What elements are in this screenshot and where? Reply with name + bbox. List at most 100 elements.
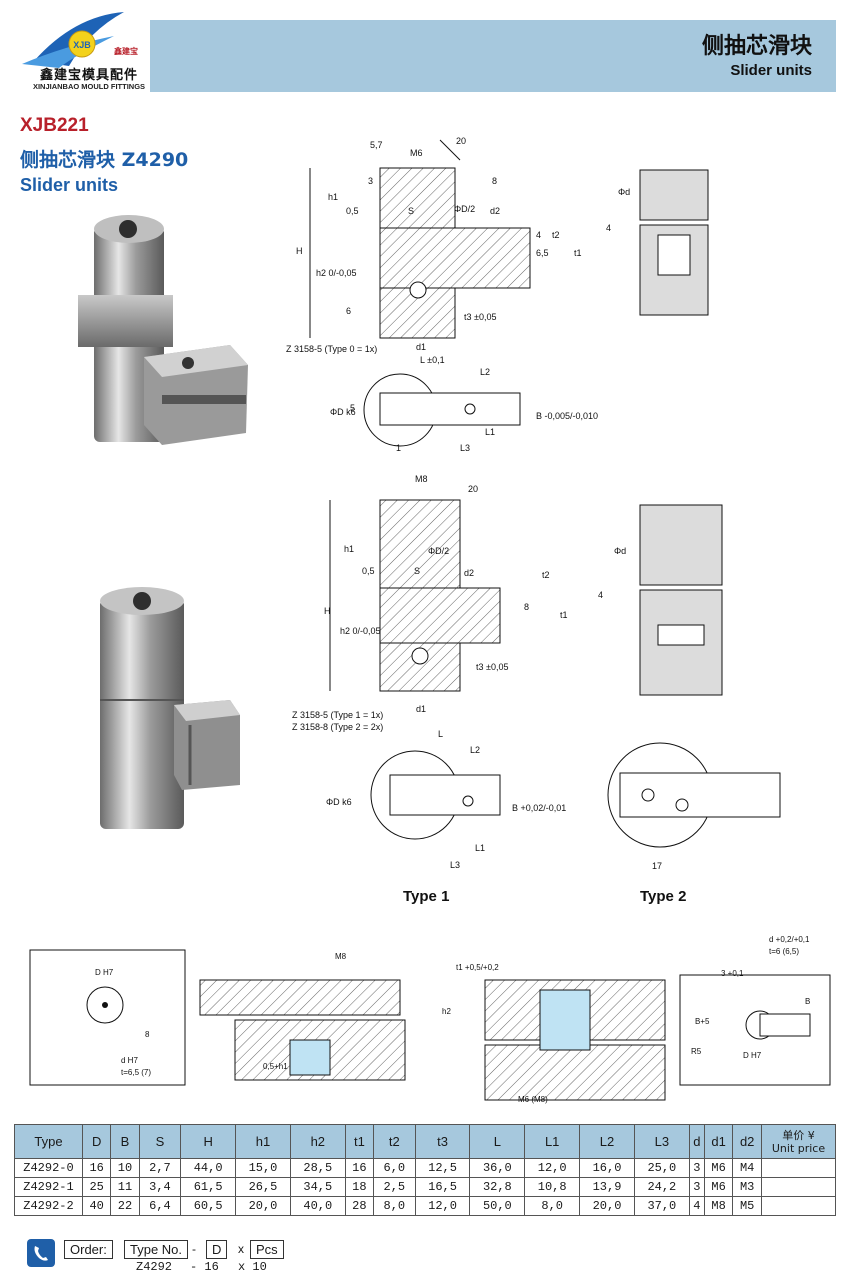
svg-text:8: 8 xyxy=(524,602,529,612)
svg-text:3 +0,1: 3 +0,1 xyxy=(721,969,744,978)
table-cell: 12,5 xyxy=(414,1158,471,1178)
company-name-cn: 鑫建宝模具配件 xyxy=(39,67,138,82)
table-cell: 20,0 xyxy=(579,1196,635,1216)
product-code: XJB221 xyxy=(20,115,89,136)
table-header: d xyxy=(688,1124,705,1159)
svg-text:t3 ±0,05: t3 ±0,05 xyxy=(476,662,508,672)
svg-text:4: 4 xyxy=(536,230,541,240)
svg-text:B+5: B+5 xyxy=(695,1017,710,1026)
table-cell: 12,0 xyxy=(414,1196,471,1216)
drawing-type0-plan: L ±0,1 L2 ΦD k6 5 B -0,005/-0,010 L1 1 L… xyxy=(330,355,598,453)
svg-text:Z 3158-8 (Type 2 = 2x): Z 3158-8 (Type 2 = 2x) xyxy=(292,722,383,732)
table-cell: 25 xyxy=(81,1177,112,1197)
svg-text:3: 3 xyxy=(368,176,373,186)
svg-text:8: 8 xyxy=(492,176,497,186)
install-drawing-1: D H7 8 d H7 t=6,5 (7) xyxy=(29,949,186,1086)
table-cell: 20,0 xyxy=(235,1196,291,1216)
svg-text:ΦD/2: ΦD/2 xyxy=(454,204,475,214)
svg-text:ΦD/2: ΦD/2 xyxy=(428,546,449,556)
table-cell: 3 xyxy=(688,1177,705,1197)
table-cell: 10 xyxy=(110,1158,140,1178)
svg-text:M8: M8 xyxy=(335,952,347,961)
svg-text:L1: L1 xyxy=(485,427,495,437)
svg-text:Φd: Φd xyxy=(618,187,630,197)
table-cell: 13,9 xyxy=(579,1177,635,1197)
type2-label: Type 2 xyxy=(640,888,687,905)
svg-text:M8: M8 xyxy=(415,474,428,484)
table-cell xyxy=(761,1158,836,1178)
svg-text:d H7: d H7 xyxy=(121,1056,138,1065)
table-header: h1 xyxy=(235,1124,291,1159)
table-cell: 34,5 xyxy=(289,1177,346,1197)
table-cell: 8,0 xyxy=(373,1196,416,1216)
svg-text:6,5: 6,5 xyxy=(536,248,549,258)
svg-text:t=6,5 (7): t=6,5 (7) xyxy=(121,1068,151,1077)
svg-text:6: 6 xyxy=(346,306,351,316)
table-cell: 4 xyxy=(688,1196,705,1216)
svg-text:L2: L2 xyxy=(470,745,480,755)
table-cell-type: Z4292-2 xyxy=(14,1196,83,1216)
svg-text:t1: t1 xyxy=(574,248,582,258)
svg-text:5: 5 xyxy=(350,403,355,413)
table-cell: 6,0 xyxy=(373,1158,416,1178)
table-header: d2 xyxy=(732,1124,762,1159)
table-header: L2 xyxy=(579,1124,635,1159)
table-cell: M6 xyxy=(703,1158,734,1178)
table-cell: 37,0 xyxy=(633,1196,690,1216)
svg-text:h1: h1 xyxy=(328,192,338,202)
table-header: t2 xyxy=(373,1124,416,1159)
type1-label: Type 1 xyxy=(403,888,450,905)
order-sep-2: x xyxy=(238,1242,244,1256)
svg-text:R5: R5 xyxy=(691,1047,702,1056)
svg-text:D H7: D H7 xyxy=(743,1051,762,1060)
table-header-price: 单价 ¥ Unit price xyxy=(761,1124,836,1159)
table-cell: 10,8 xyxy=(524,1177,581,1197)
svg-text:t1 +0,5/+0,2: t1 +0,5/+0,2 xyxy=(456,963,499,972)
table-header: Type xyxy=(14,1124,83,1159)
table-cell: 12,0 xyxy=(524,1158,581,1178)
table-cell: 15,0 xyxy=(235,1158,291,1178)
table-header: H xyxy=(180,1124,237,1159)
table-cell: 25,0 xyxy=(633,1158,690,1178)
svg-text:t=6 (6,5): t=6 (6,5) xyxy=(769,947,799,956)
table-header: D xyxy=(81,1124,112,1159)
table-cell: M8 xyxy=(703,1196,734,1216)
table-cell: 61,5 xyxy=(180,1177,237,1197)
price-label-en: Unit price xyxy=(771,1141,826,1155)
header-band: 侧抽芯滑块 Slider units xyxy=(150,20,836,92)
svg-text:h2 0/-0,05: h2 0/-0,05 xyxy=(340,626,381,636)
svg-text:4: 4 xyxy=(606,223,611,233)
svg-text:h2 0/-0,05: h2 0/-0,05 xyxy=(316,268,357,278)
svg-text:d2: d2 xyxy=(490,206,500,216)
svg-text:t2: t2 xyxy=(542,570,550,580)
svg-text:0,5: 0,5 xyxy=(346,206,359,216)
table-cell: 28 xyxy=(344,1196,375,1216)
svg-text:B: B xyxy=(805,997,810,1006)
drawing-type2-plan: 17 xyxy=(607,742,781,871)
svg-text:t1: t1 xyxy=(560,610,568,620)
svg-text:Z 3158-5 (Type 1 = 1x): Z 3158-5 (Type 1 = 1x) xyxy=(292,710,383,720)
svg-text:M6 (M8): M6 (M8) xyxy=(518,1095,548,1104)
table-cell: 50,0 xyxy=(469,1196,526,1216)
header-title-cn: 侧抽芯滑块 xyxy=(701,34,812,59)
svg-text:M6: M6 xyxy=(410,148,423,158)
table-cell: M5 xyxy=(732,1196,762,1216)
table-cell: 3,4 xyxy=(138,1177,182,1197)
svg-text:ΦD k6: ΦD k6 xyxy=(330,407,356,417)
table-cell xyxy=(761,1196,836,1216)
order-field-type: Type No. xyxy=(124,1240,189,1259)
svg-text:L3: L3 xyxy=(460,443,470,453)
table-cell: 26,5 xyxy=(235,1177,291,1197)
svg-text:d1: d1 xyxy=(416,704,426,714)
company-logo: XJB 鑫建宝 xyxy=(22,12,138,68)
svg-text:鑫建宝: 鑫建宝 xyxy=(113,46,138,56)
table-cell: 2,5 xyxy=(373,1177,416,1197)
order-example-d: - 16 xyxy=(190,1260,219,1274)
company-name-en: XINJIANBAO MOULD FITTINGS xyxy=(32,82,146,91)
table-cell: M4 xyxy=(732,1158,762,1178)
table-cell: 8,0 xyxy=(524,1196,581,1216)
svg-text:d +0,2/+0,1: d +0,2/+0,1 xyxy=(769,935,810,944)
